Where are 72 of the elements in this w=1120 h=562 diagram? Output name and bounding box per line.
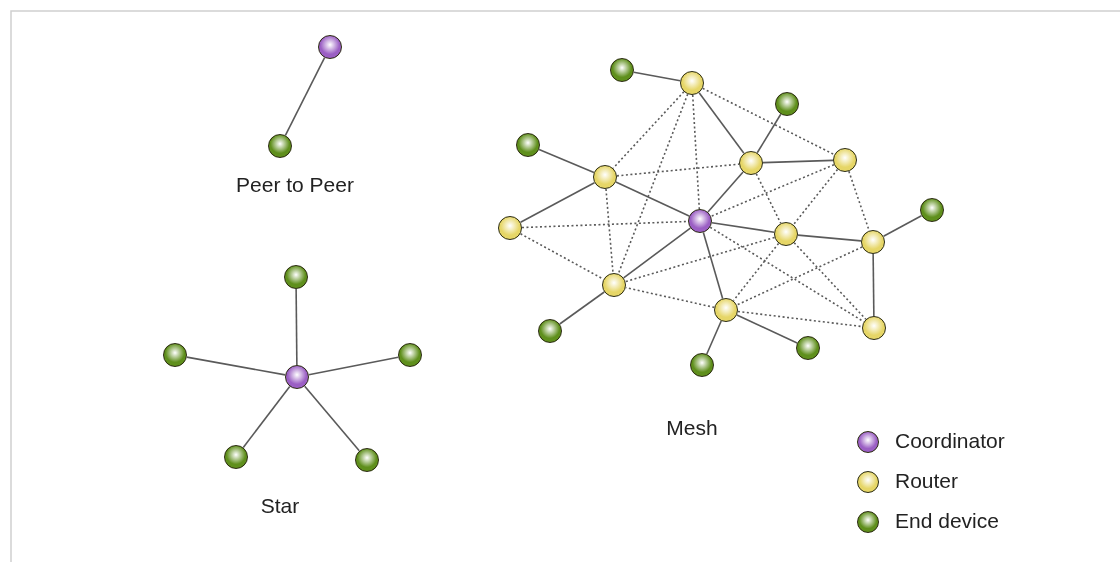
link-line bbox=[756, 113, 782, 154]
router-node bbox=[680, 71, 704, 95]
link-line bbox=[872, 253, 875, 317]
link-line bbox=[295, 288, 298, 366]
end-device-node bbox=[920, 198, 944, 222]
router-node bbox=[774, 222, 798, 246]
dotted-link bbox=[612, 91, 685, 169]
topology-label: Mesh bbox=[666, 416, 718, 440]
link-line bbox=[698, 91, 745, 155]
coordinator-node bbox=[688, 209, 712, 233]
link-line bbox=[706, 320, 722, 355]
dotted-link bbox=[736, 246, 863, 306]
dotted-link bbox=[605, 188, 614, 274]
router-node bbox=[602, 273, 626, 297]
link-line bbox=[284, 56, 326, 137]
legend-label: Router bbox=[895, 469, 959, 493]
end-device-node bbox=[538, 319, 562, 343]
topology-label: Peer to Peer bbox=[236, 173, 354, 197]
router-node bbox=[593, 165, 617, 189]
end-device-node bbox=[690, 353, 714, 377]
link-line bbox=[736, 314, 798, 344]
dotted-link bbox=[737, 310, 863, 328]
end-device-node bbox=[355, 448, 379, 472]
link-line bbox=[622, 227, 692, 279]
link-line bbox=[707, 171, 744, 213]
topology-label: Star bbox=[260, 494, 300, 518]
link-line bbox=[307, 356, 400, 376]
link-line bbox=[186, 356, 286, 376]
end-device-node bbox=[224, 445, 248, 469]
dotted-link bbox=[701, 87, 836, 156]
coordinator-node bbox=[285, 365, 309, 389]
end-device-node bbox=[796, 336, 820, 360]
link-line bbox=[242, 385, 291, 449]
link-line bbox=[702, 231, 724, 300]
end-device-node bbox=[398, 343, 422, 367]
coordinator-node bbox=[318, 35, 342, 59]
link-line bbox=[558, 291, 606, 325]
router-node bbox=[498, 216, 522, 240]
link-line bbox=[615, 181, 690, 217]
end-device-node bbox=[163, 343, 187, 367]
end-device-node bbox=[516, 133, 540, 157]
link-line bbox=[303, 385, 361, 452]
dotted-link bbox=[848, 170, 870, 232]
link-line bbox=[538, 148, 595, 174]
dotted-link bbox=[755, 172, 782, 225]
end-device-node bbox=[775, 92, 799, 116]
dotted-link bbox=[792, 168, 839, 226]
end-device-node bbox=[284, 265, 308, 289]
dotted-link bbox=[521, 220, 689, 229]
router-node bbox=[861, 230, 885, 254]
end-device-node bbox=[268, 134, 292, 158]
dotted-link bbox=[710, 163, 835, 218]
router-node bbox=[862, 316, 886, 340]
dotted-link bbox=[691, 94, 701, 210]
dotted-link bbox=[732, 242, 780, 302]
dotted-link bbox=[616, 163, 740, 177]
dotted-link bbox=[624, 236, 776, 283]
router-node bbox=[833, 148, 857, 172]
link-line bbox=[797, 234, 862, 242]
legend-label: End device bbox=[895, 509, 999, 533]
router-node bbox=[739, 151, 763, 175]
dotted-link bbox=[709, 226, 865, 323]
link-line bbox=[711, 222, 775, 233]
router-node bbox=[714, 298, 738, 322]
dotted-link bbox=[617, 93, 689, 275]
end-device-node bbox=[610, 58, 634, 82]
legend-label: Coordinator bbox=[895, 429, 1005, 453]
link-line bbox=[519, 181, 596, 224]
link-line bbox=[882, 214, 923, 238]
dotted-link bbox=[793, 241, 867, 321]
link-line bbox=[633, 71, 681, 82]
link-line bbox=[762, 159, 834, 164]
